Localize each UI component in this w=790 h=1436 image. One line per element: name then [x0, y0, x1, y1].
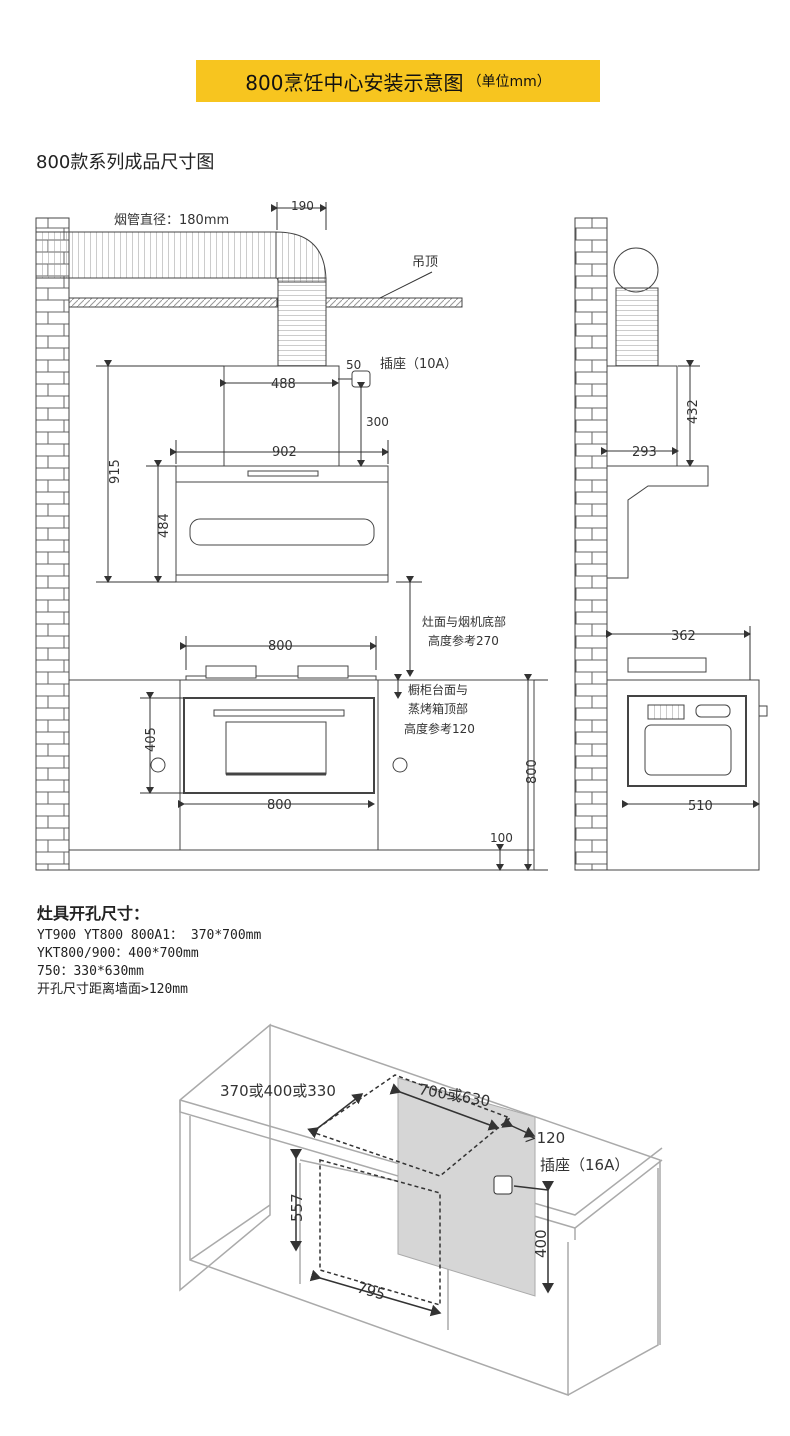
- dim-362-label: 362: [671, 629, 696, 644]
- cooktop-cutout: [310, 1074, 512, 1177]
- cabinet-gap-label-2: 蒸烤箱顶部: [408, 701, 468, 716]
- side-hood: [606, 465, 709, 579]
- cutout-line-2: YKT800/900：400*700mm: [37, 946, 199, 961]
- duct-section: [613, 247, 659, 293]
- dim-800-oven-label: 800: [267, 798, 292, 813]
- brick-wall-right: [574, 217, 608, 871]
- dim-488-label: 488: [271, 377, 296, 392]
- iso-top-front-edge: [179, 1099, 663, 1216]
- side-oven-handle: [695, 704, 731, 718]
- subtitle: 800款系列成品尺寸图: [36, 152, 215, 173]
- iso-socket-label: 插座（16A）: [540, 1156, 629, 1174]
- cabinet-knob-right: [392, 757, 408, 773]
- iso-back-edge: [269, 1024, 661, 1345]
- dim-432-label: 432: [686, 399, 701, 424]
- iso-base-left: [189, 1204, 271, 1261]
- dim-800-height-label: 800: [525, 759, 540, 784]
- cutout-line-1: YT900 YT800 800A1： 370*700mm: [37, 928, 262, 943]
- oven-handle: [213, 709, 345, 717]
- ceiling-right: [325, 297, 463, 308]
- dim-902-label: 902: [272, 445, 297, 460]
- dim-915-label: 915: [108, 459, 123, 484]
- stove-hood-gap-label-1: 灶面与烟机底部: [422, 614, 506, 629]
- ceiling-label: 吊顶: [412, 255, 438, 270]
- iso-dimensions: [290, 1083, 554, 1317]
- cabinet-plinth: [68, 849, 535, 871]
- dim-50-label: 50: [346, 358, 361, 372]
- title-banner: 800烹饪中心安装示意图 （单位mm）: [196, 60, 600, 102]
- side-duct: [615, 287, 659, 367]
- dim-405-label: 405: [144, 727, 159, 752]
- stove-hood-gap-label-2: 高度参考270: [428, 633, 499, 648]
- dim-484-label: 484: [157, 513, 172, 538]
- cutout-specs: 灶具开孔尺寸： YT900 YT800 800A1： 370*700mm YKT…: [37, 905, 261, 999]
- iso-right-face: [567, 1168, 659, 1396]
- iso-wall-panel: [397, 1077, 536, 1297]
- side-view: [574, 217, 768, 871]
- dim-510-label: 510: [688, 799, 713, 814]
- burner-left: [205, 665, 257, 679]
- duct-horizontal: [35, 231, 277, 279]
- socket-10a-icon: [351, 370, 371, 388]
- cabinet-gap-label-3: 高度参考120: [404, 721, 475, 736]
- front-labels: 烟管直径：180mm 190 吊顶 插座（10A） 50 488 300 902…: [108, 199, 540, 845]
- title-unit: （单位mm）: [467, 74, 551, 90]
- side-oven-window: [644, 724, 732, 776]
- iso-cutouts: [310, 1074, 512, 1306]
- socket-16a-icon: [493, 1175, 513, 1195]
- side-knob: [758, 705, 768, 717]
- side-oven-vent: [647, 704, 685, 720]
- dim-800-cooktop-label: 800: [268, 639, 293, 654]
- brick-wall-left: [35, 217, 70, 871]
- hood-body: [175, 481, 389, 583]
- dim-190-label: 190: [291, 199, 314, 213]
- iso-dim-557-label: 557: [288, 1193, 306, 1222]
- duct-diameter-label: 烟管直径：180mm: [114, 213, 229, 228]
- hood-slot: [247, 470, 319, 477]
- socket-10a-label: 插座（10A）: [380, 357, 457, 372]
- iso-dim-795-label: 795: [355, 1279, 387, 1304]
- cutout-line-4: 开孔尺寸距离墙面>120mm: [37, 982, 188, 997]
- oven-body: [183, 697, 375, 794]
- iso-front-face: [189, 1116, 569, 1397]
- iso-wall-distance-label: >120: [524, 1129, 565, 1147]
- side-burners: [627, 657, 707, 673]
- cutout-line-3: 750：330*630mm: [37, 964, 144, 979]
- ceiling-left: [68, 297, 278, 308]
- side-labels: 432 293 362 510: [632, 399, 713, 814]
- duct-elbow: [275, 231, 327, 283]
- duct-vertical: [277, 277, 327, 369]
- title-main: 800烹饪中心安装示意图: [245, 70, 464, 95]
- cutout-heading: 灶具开孔尺寸：: [37, 904, 150, 923]
- dim-300-label: 300: [366, 415, 389, 429]
- burner-right: [297, 665, 349, 679]
- iso-width-label: 370或400或330: [220, 1082, 336, 1100]
- front-view: [35, 217, 535, 871]
- hood-top: [175, 465, 389, 483]
- iso-dim-400-label: 400: [532, 1229, 550, 1258]
- iso-left-panel: [179, 1023, 271, 1292]
- side-dimensions: [601, 360, 760, 808]
- dim-100-label: 100: [490, 831, 513, 845]
- dim-293-label: 293: [632, 445, 657, 460]
- front-dimensions: [96, 202, 548, 871]
- iso-countertop-thickness: [179, 1100, 663, 1229]
- cabinet-gap-label-1: 橱柜台面与: [408, 682, 468, 697]
- hood-panel: [189, 518, 375, 546]
